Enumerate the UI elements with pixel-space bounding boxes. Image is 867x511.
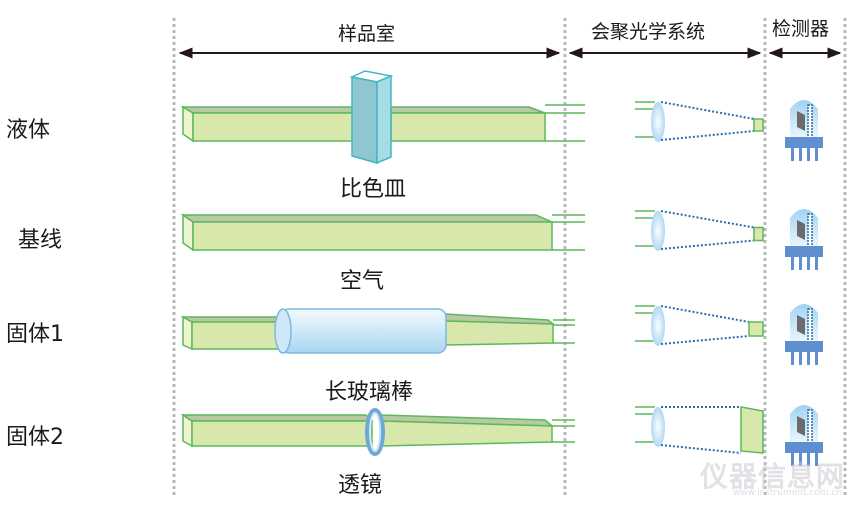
section-dividers <box>172 18 847 495</box>
caption-cuvette: 比色皿 <box>340 177 407 202</box>
row-baseline-beam <box>180 213 585 252</box>
detector-pin <box>799 352 802 365</box>
dotted-ray-lower <box>660 335 750 345</box>
row-label-solid2: 固体2 <box>6 425 64 450</box>
optics-row-2 <box>635 210 764 251</box>
section-label-converging-optics: 会聚光学系统 <box>591 21 706 43</box>
detector-element <box>797 315 805 335</box>
detector-pin <box>791 352 794 365</box>
detector-pin <box>791 453 794 466</box>
optics-row-4 <box>635 406 764 454</box>
converging-lens-icon <box>651 102 665 142</box>
detector-lead <box>807 104 813 140</box>
detector-base <box>785 341 823 352</box>
dotted-ray-upper <box>660 101 755 120</box>
watermark: 仪器信息网 <box>700 460 846 493</box>
detector-pin <box>815 352 818 365</box>
detector-lead <box>807 308 813 344</box>
detector-element <box>797 111 805 131</box>
detector-pin <box>815 257 818 270</box>
section-label-detector: 检测器 <box>772 18 830 40</box>
detector-pin <box>791 148 794 161</box>
dotted-ray-upper <box>660 305 750 323</box>
converging-optics <box>635 101 764 454</box>
dotted-ray-lower <box>660 444 742 454</box>
row-solid2-beam <box>180 413 575 448</box>
photodetector-icon <box>785 100 823 161</box>
row-label-liquid: 液体 <box>6 118 51 143</box>
detector-pin <box>807 453 810 466</box>
optics-row-3 <box>635 305 764 346</box>
photodetector-icon <box>785 304 823 365</box>
detector-pin <box>799 453 802 466</box>
detector-pin <box>799 148 802 161</box>
detector-lead <box>807 213 813 249</box>
converging-lens-icon <box>651 407 665 447</box>
image-spot <box>753 118 764 132</box>
detector-base <box>785 442 823 453</box>
caption-lens: 透镜 <box>338 473 383 498</box>
converging-lens-icon <box>651 306 665 346</box>
cuvette-icon <box>349 70 394 165</box>
row-label-baseline: 基线 <box>18 228 63 253</box>
detector-pin <box>815 453 818 466</box>
row-liquid-beam <box>180 104 585 143</box>
image-spot <box>748 321 764 337</box>
image-spot <box>740 406 764 454</box>
dotted-ray-lower <box>660 130 755 141</box>
detector-base <box>785 137 823 148</box>
dotted-ray-upper <box>660 210 755 229</box>
detector-pin <box>807 148 810 161</box>
detector-element <box>797 220 805 240</box>
row-label-solid1: 固体1 <box>6 322 64 347</box>
image-spot <box>753 226 764 242</box>
detector-pin <box>807 257 810 270</box>
detector-element <box>797 416 805 436</box>
detector-base <box>785 246 823 257</box>
optics-row-1 <box>635 101 764 142</box>
detector-pin <box>815 148 818 161</box>
sample-lens-icon <box>365 408 385 456</box>
detector-lead <box>807 409 813 445</box>
dotted-ray-lower <box>660 239 755 250</box>
detector-pin <box>791 257 794 270</box>
detector-pin <box>799 257 802 270</box>
photodetector-icon <box>785 209 823 270</box>
caption-air: 空气 <box>340 269 385 294</box>
watermark-url: www.instrument.com.cn <box>733 488 843 498</box>
section-label-sample-chamber: 样品室 <box>338 23 396 45</box>
detectors <box>785 100 823 466</box>
long-glass-rod-icon <box>274 308 447 354</box>
converging-lens-icon <box>651 211 665 251</box>
photodetector-icon <box>785 405 823 466</box>
detector-pin <box>807 352 810 365</box>
caption-long-glass-rod: 长玻璃棒 <box>325 380 414 405</box>
